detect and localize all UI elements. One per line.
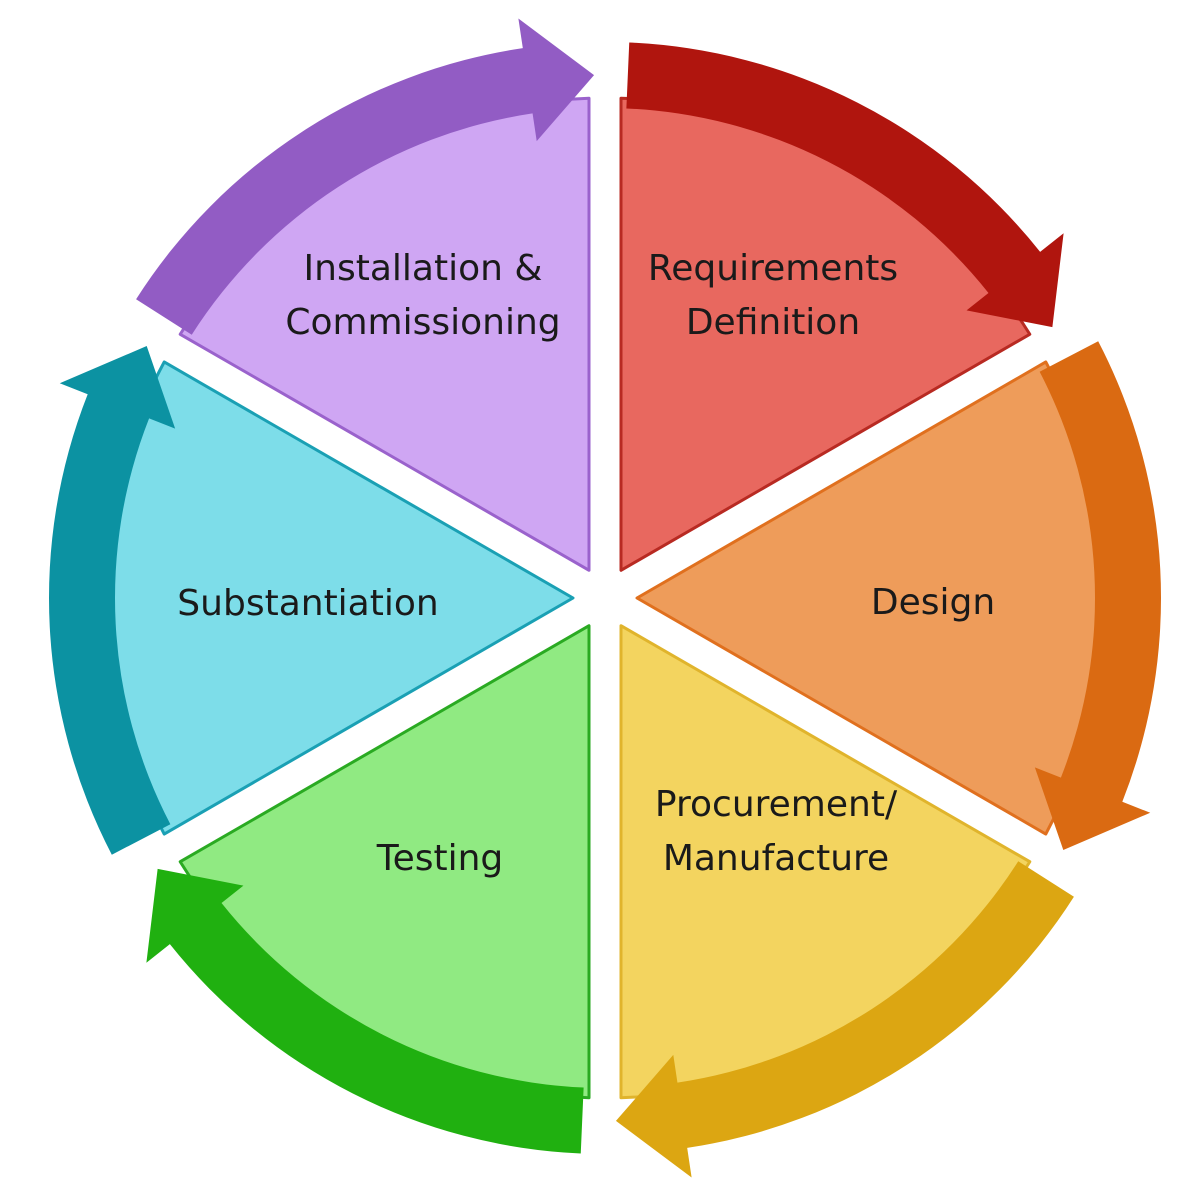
segment-testing: Testing (146, 624, 591, 1154)
segment-label-line: Commissioning (285, 302, 560, 343)
cycle-arrow-procurement (615, 861, 1074, 1178)
segment-label-line: Design (871, 582, 995, 623)
segment-substantiation: Substantiation (49, 346, 575, 855)
cycle-arrow-requirements (626, 42, 1064, 328)
segment-design: Design (635, 341, 1161, 850)
cycle-arrow-substantiation (49, 346, 176, 855)
cycle-arrow-testing (146, 868, 584, 1154)
segment-label-line: Manufacture (663, 838, 889, 879)
segment-label-line: Requirements (648, 248, 898, 289)
segment-label-line: Definition (686, 302, 860, 343)
segment-label: Testing (376, 838, 504, 879)
segment-label-line: Procurement/ (655, 784, 898, 825)
segment-label-line: Installation & (304, 248, 543, 289)
cycle-arrow-design (1034, 341, 1161, 850)
segment-label-line: Testing (376, 838, 504, 879)
segment-installation: Installation & Commissioning (136, 18, 595, 572)
segment-label: Procurement/Manufacture (655, 784, 898, 879)
segment-label-line: Substantiation (177, 583, 438, 624)
cycle-arrow-installation (136, 18, 595, 335)
segment-label: Substantiation (177, 583, 438, 624)
segment-label: Design (871, 582, 995, 623)
segment-label: Installation & Commissioning (285, 248, 560, 343)
segment-procurement: Procurement/Manufacture (615, 624, 1074, 1178)
